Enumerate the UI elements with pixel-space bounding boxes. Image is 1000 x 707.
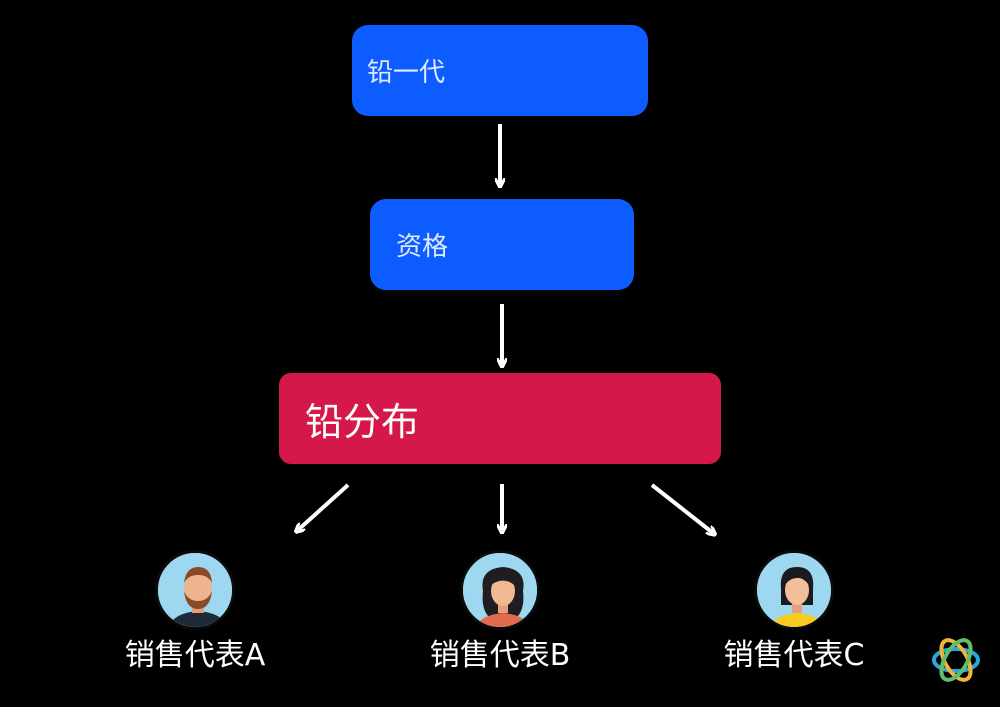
lead-distribution-label: 铅分布 (305, 400, 420, 444)
arrow-to-rep-c (650, 483, 713, 533)
sales-rep-a-label: 销售代表A (124, 638, 266, 673)
sales-rep-c: 销售代表C (694, 550, 894, 674)
interlocking-rings-logo-icon (932, 638, 980, 682)
woman-yellow-top-avatar-icon (754, 550, 834, 630)
sales-rep-c-label: 销售代表C (723, 638, 865, 673)
lead-generation-label: 铅一代 (367, 58, 446, 88)
arrow-to-rep-a (298, 483, 350, 530)
sales-rep-a: 销售代表A (95, 550, 295, 674)
woman-curly-hair-avatar-icon (460, 550, 540, 630)
lead-distribution-box: 铅分布 (279, 373, 721, 464)
qualification-label: 资格 (396, 232, 449, 262)
lead-generation-box: 铅一代 (352, 25, 648, 116)
sales-rep-b: 销售代表B (400, 550, 600, 674)
sales-rep-b-label: 销售代表B (429, 638, 571, 673)
qualification-box: 资格 (370, 199, 634, 290)
man-beard-avatar-icon (155, 550, 235, 630)
